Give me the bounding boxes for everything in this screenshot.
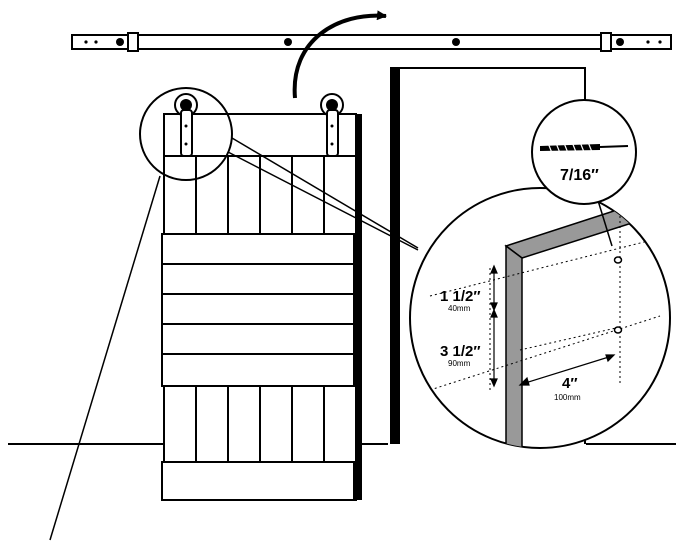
bolt-size-label: 7/16″ xyxy=(560,167,599,184)
door-horizontal-boards xyxy=(161,233,355,387)
door-vertical-planks-lower xyxy=(195,386,325,462)
rail-bolt-hole xyxy=(116,38,124,46)
detail-focus-circle xyxy=(139,87,233,181)
barn-door xyxy=(161,113,362,501)
dim-top-offset-imperial: 1 1/2″ xyxy=(440,288,481,305)
rail-bolt-hole xyxy=(284,38,292,46)
rail-stop-right xyxy=(600,32,612,52)
track-rail xyxy=(71,32,672,52)
bolt-callout: 7/16″ xyxy=(531,99,637,247)
dim-edge-inset-metric: 100mm xyxy=(554,393,581,402)
door-bottom-rail xyxy=(161,461,355,501)
rail-bolt-hole xyxy=(452,38,460,46)
dim-hole-spacing-metric: 90mm xyxy=(448,359,471,368)
callout-lines xyxy=(49,137,419,541)
rail-bolt-hole xyxy=(616,38,624,46)
mount-arrow-icon xyxy=(292,10,387,99)
drill-hole-upper xyxy=(613,256,623,264)
door-top-rail xyxy=(163,113,357,157)
dim-top-offset-metric: 40mm xyxy=(448,304,471,313)
bolt-icon xyxy=(540,141,629,154)
rail-stop-left xyxy=(127,32,139,52)
dimension-arrows xyxy=(490,264,616,388)
dim-hole-spacing-imperial: 3 1/2″ xyxy=(440,343,481,360)
drill-hole-lower xyxy=(613,326,623,334)
hanger-right xyxy=(320,93,344,157)
dim-edge-inset-imperial: 4″ xyxy=(562,375,578,392)
zoom-detail-circle: 1 1/2″ 40mm 3 1/2″ 90mm 4″ 100mm xyxy=(409,187,671,449)
hanger-left xyxy=(174,93,198,157)
